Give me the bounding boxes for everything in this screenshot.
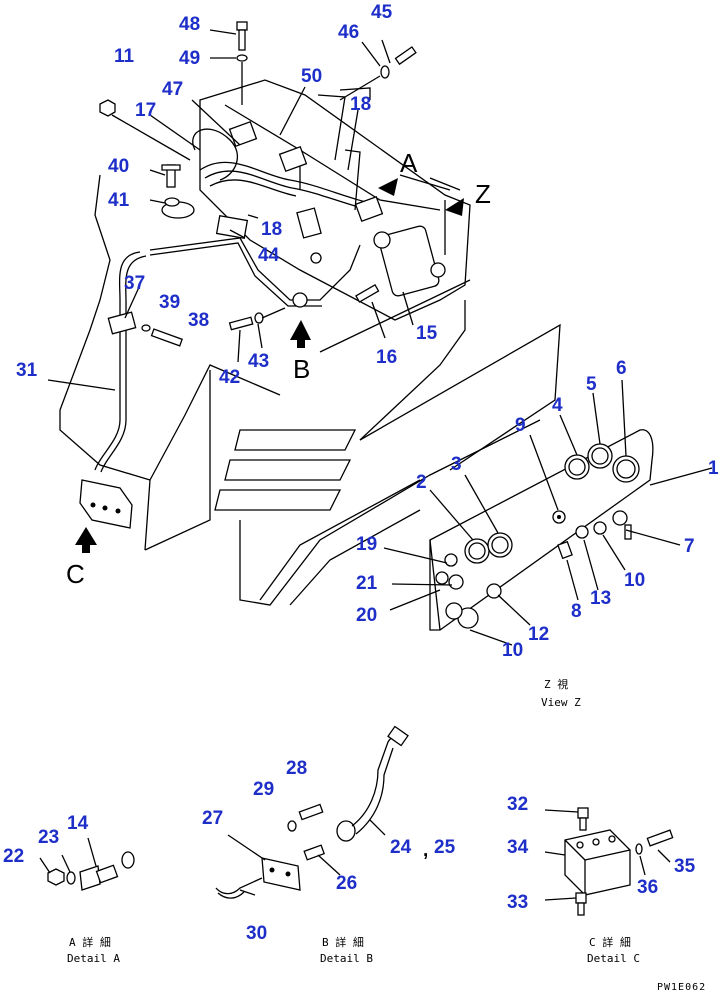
callout-5: 5 xyxy=(586,374,597,395)
view-letter-a: A xyxy=(400,148,418,178)
callout-38: 38 xyxy=(188,310,209,331)
callout-37: 37 xyxy=(124,273,145,294)
callout-32: 32 xyxy=(507,794,528,815)
view-letter-c: C xyxy=(66,559,85,589)
callout-13: 13 xyxy=(590,588,611,609)
callout-28: 28 xyxy=(286,758,307,779)
callout-17: 17 xyxy=(135,100,156,121)
callout-10-left: 10 xyxy=(502,640,523,661)
callout-20: 20 xyxy=(356,605,377,626)
detail-b-drawing xyxy=(215,725,409,899)
detail-a-drawing xyxy=(39,837,135,891)
detail-b-caption-jp: B 詳 細 xyxy=(322,935,364,949)
drawing-code: PW1E062 xyxy=(657,982,706,993)
callout-16: 16 xyxy=(376,347,397,368)
callout-43: 43 xyxy=(248,351,269,372)
view-letter-b: B xyxy=(293,354,310,384)
view-z-panel xyxy=(214,323,713,646)
detail-b-caption-en: Detail B xyxy=(320,952,373,965)
callout-27: 27 xyxy=(202,808,223,829)
callout-18-mid: 18 xyxy=(261,219,282,240)
callout-45: 45 xyxy=(371,2,393,23)
captions: Z 視 View Z A 詳 細 Detail A B 詳 細 Detail B… xyxy=(67,677,706,993)
view-z-caption-jp: Z 視 xyxy=(544,677,568,691)
callout-30: 30 xyxy=(246,923,267,944)
separator-comma: , xyxy=(423,840,428,861)
callout-26: 26 xyxy=(336,873,357,894)
callout-11: 11 xyxy=(114,46,135,67)
callout-21: 21 xyxy=(356,573,378,594)
upper-assembly xyxy=(59,21,471,553)
callout-10-right: 10 xyxy=(624,570,645,591)
callout-39: 39 xyxy=(159,292,180,313)
detail-a-caption-jp: A 詳 細 xyxy=(69,935,111,949)
callout-44: 44 xyxy=(258,245,280,266)
callout-35: 35 xyxy=(674,856,696,877)
callout-48: 48 xyxy=(179,14,200,35)
callout-15: 15 xyxy=(416,323,438,344)
callout-23: 23 xyxy=(38,827,59,848)
callout-3: 3 xyxy=(451,454,462,475)
callout-41: 41 xyxy=(108,190,130,211)
callout-14: 14 xyxy=(67,813,89,834)
callout-36: 36 xyxy=(637,877,658,898)
callout-2: 2 xyxy=(416,472,427,493)
callout-31: 31 xyxy=(16,360,38,381)
callout-18-top: 18 xyxy=(350,94,371,115)
callout-33: 33 xyxy=(507,892,528,913)
callout-25: 25 xyxy=(434,837,456,858)
callout-34: 34 xyxy=(507,837,529,858)
callout-7: 7 xyxy=(684,536,695,557)
detail-c-caption-jp: C 詳 細 xyxy=(589,935,631,949)
view-z-caption-en: View Z xyxy=(541,696,581,709)
callout-40: 40 xyxy=(108,156,129,177)
callout-6: 6 xyxy=(616,358,627,379)
callout-8: 8 xyxy=(571,601,582,622)
callout-42: 42 xyxy=(219,367,240,388)
callout-labels: 48 49 45 46 11 50 47 17 18 40 41 18 44 3… xyxy=(3,2,719,944)
callout-46: 46 xyxy=(338,22,359,43)
callout-49: 49 xyxy=(179,48,200,69)
main-leaders xyxy=(47,29,414,391)
callout-12: 12 xyxy=(528,624,549,645)
callout-50: 50 xyxy=(301,66,322,87)
detail-c-drawing xyxy=(544,807,674,916)
callout-29: 29 xyxy=(253,779,274,800)
view-letters: A Z B C , xyxy=(66,148,491,861)
callout-9: 9 xyxy=(515,415,526,436)
callout-22: 22 xyxy=(3,846,24,867)
callout-4: 4 xyxy=(552,395,563,416)
callout-24: 24 xyxy=(390,837,412,858)
view-letter-z: Z xyxy=(475,179,491,209)
detail-a-caption-en: Detail A xyxy=(67,952,120,965)
callout-1: 1 xyxy=(708,458,719,479)
callout-19: 19 xyxy=(356,534,377,555)
callout-47: 47 xyxy=(162,79,183,100)
detail-c-caption-en: Detail C xyxy=(587,952,640,965)
